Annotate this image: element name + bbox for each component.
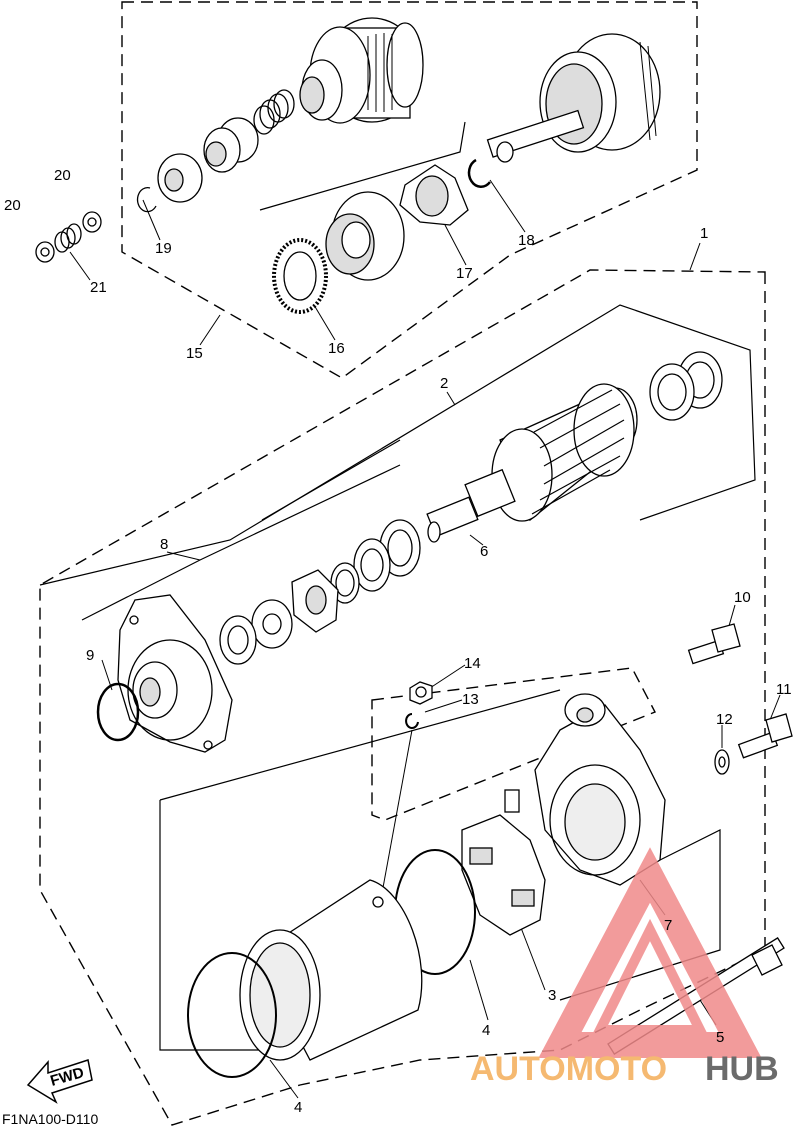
- thick-washer-part: [157, 153, 203, 203]
- callout-4: 4: [294, 1099, 302, 1116]
- drawing-code: F1NA100-D110: [2, 1111, 98, 1127]
- callout-20: 20: [54, 167, 71, 184]
- bracket-washers: [261, 439, 401, 521]
- bolt-10-part: [687, 623, 741, 665]
- callout-6: 6: [480, 543, 488, 560]
- watermark-logo: [538, 847, 762, 1058]
- washer-13-part: [405, 713, 419, 729]
- bearing-housing-part: [325, 191, 405, 281]
- circlip-19-part: [136, 186, 157, 213]
- bearing-8-part: [219, 615, 257, 665]
- callout-11: 11: [776, 681, 792, 698]
- callout-4: 4: [482, 1022, 490, 1039]
- seal-part: [251, 599, 293, 649]
- armature-group: [219, 351, 723, 665]
- group-13-14-outline: [371, 667, 656, 821]
- pinion-clutch-part: [299, 17, 424, 124]
- o-ring-9-part: [96, 682, 140, 742]
- collar-part: [203, 117, 259, 173]
- shim-right-inner: [649, 363, 695, 421]
- callout-5: 5: [716, 1029, 724, 1046]
- callout-21: 21: [90, 279, 107, 296]
- callout-8: 8: [160, 536, 168, 553]
- callout-14: 14: [464, 655, 481, 672]
- callout-13: 13: [462, 691, 479, 708]
- bolt-11-part: [737, 713, 793, 759]
- callout-1: 1: [700, 225, 708, 242]
- callout-12: 12: [716, 711, 733, 728]
- brush-holder-3-part: [461, 789, 546, 936]
- watermark-word-auto: AUTOMOTO: [470, 1050, 667, 1088]
- callout-15: 15: [186, 345, 203, 362]
- rear-cover-group: [461, 693, 666, 936]
- callout-2: 2: [440, 375, 448, 392]
- bracket-armature: [39, 304, 756, 586]
- spring-part: [253, 89, 295, 135]
- plate-17-part: [399, 164, 469, 226]
- clutch-outer-part: [486, 33, 661, 163]
- callout-16: 16: [328, 340, 345, 357]
- callout-18: 18: [518, 232, 535, 249]
- bracket-yoke: [159, 800, 300, 1051]
- nut-14-part: [409, 681, 433, 705]
- bracket-yoke-top: [159, 689, 561, 801]
- brush-plate-part: [291, 569, 339, 633]
- group-15-outline: [121, 1, 698, 379]
- front-cover-group: [96, 594, 233, 753]
- watermark-word-hub: HUB: [705, 1050, 779, 1088]
- yoke-group: [187, 849, 476, 1078]
- callout-20: 20: [4, 197, 21, 214]
- callout-17: 17: [456, 265, 473, 282]
- callout-10: 10: [734, 589, 751, 606]
- washer-12-part: [714, 749, 730, 775]
- callout-3: 3: [548, 987, 556, 1004]
- spring-21-part: [54, 223, 82, 253]
- washer-stack-a: [353, 538, 391, 592]
- callout-19: 19: [155, 240, 172, 257]
- gasket-4-left-part: [187, 952, 277, 1078]
- needle-bearing-16-part: [272, 238, 328, 314]
- washer-20-left-part: [35, 241, 55, 263]
- callout-7: 7: [664, 917, 672, 934]
- watermark-triangle-icon: [538, 847, 762, 1058]
- circlip-18-part: [467, 158, 491, 188]
- clutch-assembly: [136, 17, 661, 314]
- callout-9: 9: [86, 647, 94, 664]
- armature-part: [426, 383, 638, 543]
- bracket-cover: [559, 829, 721, 1001]
- bracket-upper: [259, 121, 466, 211]
- washer-20-right-part: [82, 211, 102, 233]
- fwd-arrow-icon: [26, 1059, 93, 1104]
